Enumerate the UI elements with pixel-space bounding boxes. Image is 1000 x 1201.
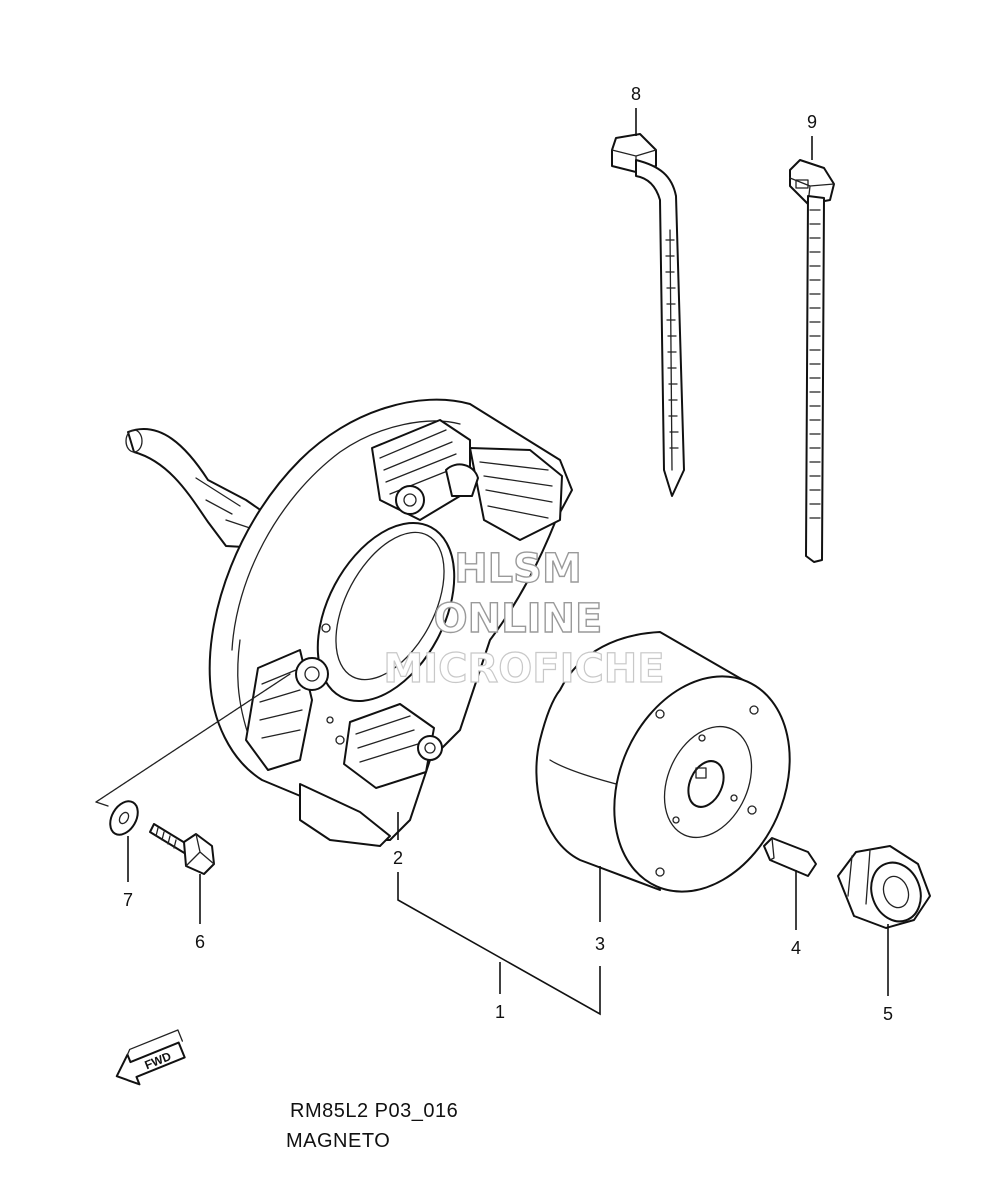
callout-1: 1 (495, 1002, 505, 1022)
callout-9: 9 (807, 112, 817, 132)
watermark: HLSM ONLINE MICROFICHE (383, 545, 665, 692)
diagram-title: MAGNETO (286, 1130, 391, 1152)
callout-2: 2 (393, 848, 403, 868)
woodruff-key (763, 837, 817, 877)
bolt (149, 823, 215, 875)
callout-4: 4 (791, 938, 801, 958)
callout-numbers: 8 9 2 3 1 4 5 7 6 (123, 84, 893, 1024)
watermark-line3: MICROFICHE (383, 646, 664, 692)
watermark-line1: HLSM (454, 546, 582, 592)
callout-7: 7 (123, 890, 133, 910)
watermark-line2: ONLINE (434, 596, 603, 642)
callout-5: 5 (883, 1004, 893, 1024)
callout-6: 6 (195, 932, 205, 952)
fwd-arrow: FWD (115, 1029, 186, 1086)
cable-tie-curved (611, 133, 685, 497)
callout-3: 3 (595, 934, 605, 954)
diagram-code: RM85L2 P03_016 (290, 1100, 459, 1122)
callout-8: 8 (631, 84, 641, 104)
cable-tie-straight (789, 159, 835, 563)
stator-assembly (95, 398, 573, 847)
leader-lines (127, 108, 889, 1016)
flange-nut (837, 845, 931, 929)
washer (109, 800, 139, 836)
rotor-flywheel (535, 631, 791, 893)
